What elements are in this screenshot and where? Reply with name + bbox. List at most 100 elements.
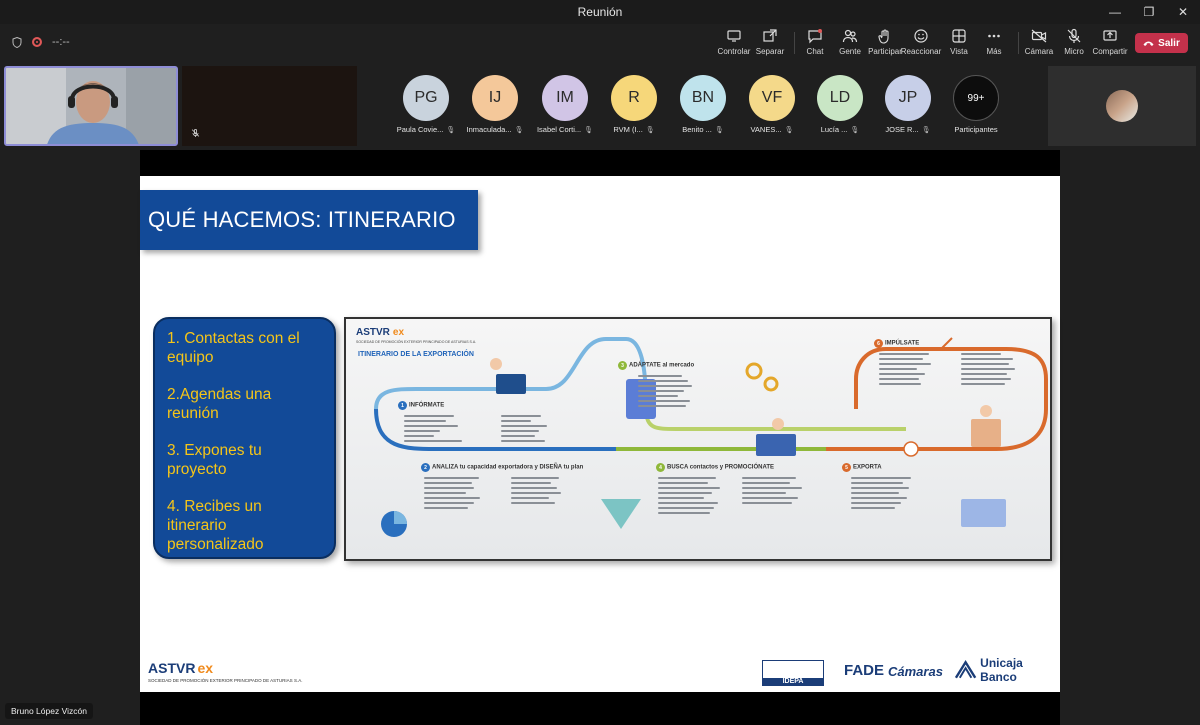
- step-item: 3. Expones tu proyecto: [167, 442, 262, 478]
- control-icon: [727, 30, 741, 42]
- meeting-toolbar: --:-- Controlar Separar Chat Gente Parti…: [0, 24, 1200, 62]
- avatar: LD: [817, 75, 863, 121]
- window-title-bar: Reunión — ❐ ✕: [0, 0, 1200, 24]
- slide-title: QUÉ HACEMOS: ITINERARIO: [140, 190, 478, 250]
- toolbar-divider: [1018, 32, 1019, 54]
- avatar: BN: [680, 75, 726, 121]
- view-button[interactable]: Vista: [938, 28, 980, 60]
- participant-tile[interactable]: IJ Inmaculada...🎙︎: [462, 75, 528, 134]
- mic-off-icon: 🎙︎: [850, 126, 860, 134]
- participant-name: RVM (I...: [613, 125, 643, 134]
- people-icon: [842, 29, 858, 43]
- avatar: [1106, 90, 1138, 122]
- mic-off-icon: [191, 128, 200, 137]
- share-button[interactable]: Compartir: [1089, 28, 1131, 60]
- people-label: Gente: [839, 47, 861, 56]
- restore-icon[interactable]: ❐: [1143, 5, 1155, 19]
- control-label: Controlar: [717, 47, 751, 56]
- participant-tile[interactable]: VF VANES...🎙︎: [739, 75, 805, 134]
- infographic-heading: ITINERARIO DE LA EXPORTACIÓN: [358, 351, 474, 358]
- share-icon: [1103, 30, 1117, 41]
- mic-button[interactable]: Micro: [1053, 28, 1095, 60]
- presentation-slide: QUÉ HACEMOS: ITINERARIO 1. Contactas con…: [140, 176, 1060, 692]
- stage-details: [501, 415, 547, 442]
- smiley-icon: [914, 29, 928, 43]
- more-participants-tile[interactable]: 99+ Participantes: [943, 75, 1009, 134]
- leave-button[interactable]: Salir: [1135, 33, 1188, 53]
- shield-icon: [12, 36, 22, 48]
- recording-icon: [32, 37, 42, 47]
- participant-name: Lucía ...: [820, 125, 848, 134]
- stage-details: [851, 477, 911, 509]
- participant-tile[interactable]: PG Paula Covie...🎙︎: [393, 75, 459, 134]
- window-title: Reunión: [577, 5, 623, 19]
- idepa-logo: IDEPA: [762, 660, 824, 686]
- raise-hand-label: Participar: [868, 47, 902, 56]
- control-button[interactable]: Controlar: [713, 28, 755, 60]
- participants-label: Participantes: [954, 125, 998, 134]
- view-label: Vista: [950, 47, 968, 56]
- mic-off-icon: 🎙︎: [645, 126, 655, 134]
- raise-hand-button[interactable]: Participar: [864, 28, 906, 60]
- camera-button[interactable]: Cámara: [1018, 28, 1060, 60]
- participant-tile[interactable]: BN Benito ...🎙︎: [670, 75, 736, 134]
- chat-label: Chat: [806, 47, 824, 56]
- phone-hangup-icon: [1143, 41, 1154, 46]
- logo-subtitle: SOCIEDAD DE PROMOCIÓN EXTERIOR PRINCIPAD…: [356, 340, 477, 344]
- participant-tile[interactable]: JP JOSE R...🎙︎: [875, 75, 941, 134]
- participant-tile[interactable]: IM Isabel Corti...🎙︎: [532, 75, 598, 134]
- react-button[interactable]: Reaccionar: [900, 28, 942, 60]
- stage-details: [404, 415, 462, 442]
- popout-button[interactable]: Separar: [749, 28, 791, 60]
- mic-off-icon: [1067, 28, 1081, 43]
- mic-off-icon: 🎙︎: [921, 126, 931, 134]
- close-icon[interactable]: ✕: [1177, 5, 1189, 19]
- share-label: Compartir: [1092, 47, 1128, 56]
- step-item: 1. Contactas con el equipo: [167, 330, 300, 366]
- minimize-icon[interactable]: —: [1109, 5, 1121, 19]
- avatar: VF: [749, 75, 795, 121]
- camera-label: Cámara: [1024, 47, 1054, 56]
- participant-name: Isabel Corti...: [536, 125, 582, 134]
- unicaja-logo: Unicaja Banco: [954, 656, 1060, 684]
- video-tile[interactable]: [182, 66, 357, 146]
- participant-name: VANES...: [750, 125, 782, 134]
- raise-hand-icon: [878, 29, 889, 44]
- presenter-name-badge: Bruno López Vizcón: [5, 703, 93, 719]
- fade-logo: FADE: [844, 662, 885, 679]
- leave-label: Salir: [1158, 37, 1180, 49]
- participant-name: Paula Covie...: [396, 125, 444, 134]
- stage-details: [638, 375, 692, 407]
- itinerary-path: [374, 337, 1048, 537]
- mic-off-icon: 🎙︎: [446, 126, 456, 134]
- avatar: JP: [885, 75, 931, 121]
- more-label: Más: [986, 47, 1002, 56]
- participant-name: Inmaculada...: [466, 125, 512, 134]
- presenter-video-tile[interactable]: [4, 66, 178, 146]
- mic-off-icon: 🎙︎: [584, 126, 594, 134]
- more-icon: [988, 34, 1000, 38]
- popout-icon: [763, 29, 777, 42]
- more-button[interactable]: Más: [973, 28, 1015, 60]
- presenter-video: [6, 68, 176, 144]
- participant-tile[interactable]: LD Lucía ...🎙︎: [807, 75, 873, 134]
- participant-tile[interactable]: R RVM (I...🎙︎: [601, 75, 667, 134]
- meeting-timer: --:--: [52, 36, 70, 48]
- chat-button[interactable]: Chat: [794, 28, 836, 60]
- stage-details: [742, 477, 802, 504]
- mic-label: Micro: [1064, 47, 1084, 56]
- participant-name: JOSE R...: [885, 125, 919, 134]
- participant-count: 99+: [953, 75, 999, 121]
- chat-icon: [808, 29, 822, 44]
- people-button[interactable]: Gente: [829, 28, 871, 60]
- camaras-logo: Cámaras: [888, 664, 943, 679]
- avatar: IM: [542, 75, 588, 121]
- camera-off-icon: [1031, 29, 1047, 43]
